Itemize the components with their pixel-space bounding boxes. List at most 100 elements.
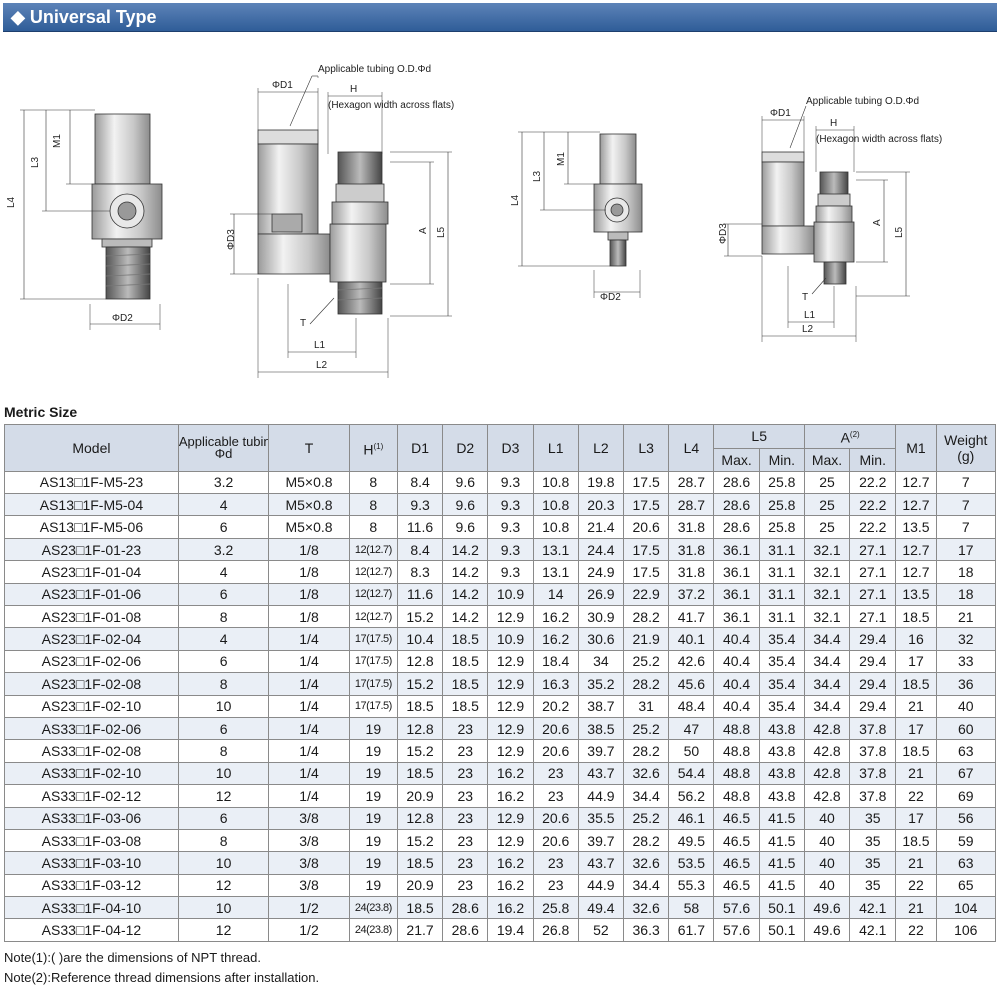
cell-l1: 10.8: [532, 493, 579, 517]
cell-thread-t: 1/4: [268, 716, 350, 741]
cell-m1: 17: [895, 716, 937, 741]
cell-a-max: 32.1: [803, 582, 851, 607]
cell-d1: 11.6: [396, 515, 444, 539]
cell-d3: 10.9: [487, 627, 534, 651]
cell-d1: 12.8: [396, 716, 444, 741]
cell-weight: 32: [935, 627, 997, 651]
cell-l1: 10.8: [532, 515, 579, 539]
cell-l4: 31.8: [668, 515, 715, 539]
cell-d3: 9.3: [487, 515, 534, 539]
cell-l1: 23: [532, 851, 579, 875]
header-d3: D3: [487, 424, 534, 472]
cell-thread-t: 1/4: [268, 627, 350, 651]
cell-d3: 16.2: [487, 761, 534, 786]
cell-l4: 28.7: [668, 470, 715, 495]
cell-weight: 59: [935, 828, 997, 853]
cell-m1: 21: [895, 896, 937, 920]
cell-m1: 12.7: [895, 537, 937, 562]
cell-model: AS33□1F-02-08: [4, 739, 179, 763]
cell-l5-min: 41.5: [758, 851, 805, 875]
cell-d3: 12.9: [487, 694, 534, 718]
cell-model: AS23□1F-02-04: [4, 627, 179, 651]
cell-thread-t: 1/2: [268, 918, 350, 942]
section-header-title: ◆ Universal Type: [11, 7, 157, 27]
cell-d3: 12.9: [487, 828, 534, 853]
cell-l4: 45.6: [668, 672, 715, 696]
cell-hex-h: 19: [348, 828, 398, 853]
cell-thread-t: 1/2: [268, 896, 350, 920]
cell-d3: 16.2: [487, 873, 534, 898]
cell-l4: 53.5: [668, 851, 715, 875]
label-l5-a: L5: [436, 226, 447, 238]
cell-a-min: 29.4: [849, 649, 897, 674]
cell-d3: 10.9: [487, 582, 534, 607]
drawing-side-small: [724, 105, 910, 342]
cell-d2: 23: [442, 761, 489, 786]
cell-l5-max: 46.5: [713, 873, 760, 898]
cell-weight: 17: [935, 537, 997, 562]
cell-model: AS33□1F-03-08: [4, 828, 179, 853]
cell-l1: 26.8: [532, 918, 579, 942]
cell-weight: 7: [935, 515, 997, 539]
cell-a-max: 49.6: [803, 918, 851, 942]
cell-hex-h: 24(23.8): [348, 918, 398, 942]
cell-d1: 20.9: [396, 784, 444, 808]
cell-l3: 25.2: [623, 649, 670, 674]
cell-l1: 20.6: [532, 739, 579, 763]
cell-d1: 8.4: [396, 537, 444, 562]
cell-a-min: 22.2: [849, 493, 897, 517]
cell-a-min: 27.1: [849, 560, 897, 584]
cell-d1: 12.8: [396, 649, 444, 674]
cell-d1: 11.6: [396, 582, 444, 607]
cell-hex-h: 19: [348, 851, 398, 875]
cell-thread-t: M5×0.8: [268, 515, 350, 539]
cell-d3: 12.9: [487, 604, 534, 629]
cell-l3: 31: [623, 694, 670, 718]
header-l2: L2: [577, 424, 625, 472]
cell-d1: 15.2: [396, 672, 444, 696]
cell-hex-h: 17(17.5): [348, 627, 398, 651]
cell-weight: 56: [935, 806, 997, 830]
label-h-a: H: [350, 84, 357, 95]
cell-tubing-od: 10: [177, 896, 270, 920]
cell-a-max: 32.1: [803, 604, 851, 629]
cell-l5-max: 36.1: [713, 537, 760, 562]
cell-a-min: 35: [849, 806, 897, 830]
cell-a-max: 42.8: [803, 784, 851, 808]
cell-d2: 18.5: [442, 672, 489, 696]
cell-d2: 9.6: [442, 493, 489, 517]
cell-model: AS13□1F-M5-23: [4, 470, 179, 495]
cell-l5-min: 25.8: [758, 515, 805, 539]
cell-a-max: 49.6: [803, 896, 851, 920]
label-a-a: A: [418, 227, 429, 234]
label-hex-b: (Hexagon width across flats): [816, 134, 942, 145]
cell-l2: 21.4: [577, 515, 625, 539]
cell-l2: 44.9: [577, 873, 625, 898]
label-l2-b: L2: [802, 324, 814, 335]
cell-d2: 14.2: [442, 582, 489, 607]
cell-l4: 54.4: [668, 761, 715, 786]
cell-weight: 18: [935, 560, 997, 584]
label-d1-a: ΦD1: [272, 80, 293, 91]
cell-a-max: 34.4: [803, 694, 851, 718]
header-applicable-tubing: Applicable tubing O.D.Φd: [177, 424, 270, 472]
cell-l5-max: 46.5: [713, 828, 760, 853]
cell-a-min: 37.8: [849, 739, 897, 763]
cell-d1: 15.2: [396, 828, 444, 853]
cell-thread-t: 1/8: [268, 582, 350, 607]
cell-model: AS23□1F-02-10: [4, 694, 179, 718]
cell-l1: 16.2: [532, 604, 579, 629]
cell-tubing-od: 8: [177, 828, 270, 853]
cell-d3: 9.3: [487, 537, 534, 562]
cell-l2: 43.7: [577, 851, 625, 875]
cell-d3: 16.2: [487, 851, 534, 875]
cell-model: AS23□1F-02-06: [4, 649, 179, 674]
note-1: Note(1):( )are the dimensions of NPT thr…: [4, 950, 261, 965]
